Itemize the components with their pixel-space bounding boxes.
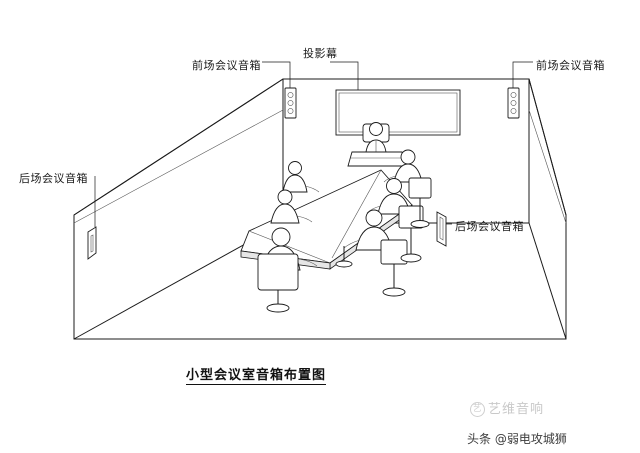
leader-lines — [94, 61, 533, 227]
watermark-brand: 艺艺维音响 — [470, 398, 544, 417]
diagram-title: 小型会议室音箱布置图 — [186, 364, 327, 385]
watermark-logo-icon: 艺 — [470, 402, 485, 417]
participant-left-2 — [270, 189, 313, 224]
rear-left-speaker-icon — [87, 226, 97, 260]
footer-credit: 头条 @弱电攻城狮 — [467, 432, 567, 446]
participant-right-1 — [383, 149, 432, 199]
participant-near — [257, 227, 318, 313]
presenter-figure — [362, 122, 390, 153]
label-rear-left-speaker: 后场会议音箱 — [19, 172, 88, 185]
front-right-speaker-icon — [507, 87, 520, 119]
chair-pedestals — [335, 198, 430, 297]
front-left-speaker-icon — [284, 87, 297, 119]
watermark-brand-text: 艺维音响 — [488, 402, 545, 417]
label-projection-screen: 投影幕 — [303, 47, 338, 60]
label-front-right-speaker: 前场会议音箱 — [536, 59, 605, 72]
front-desk — [347, 151, 407, 167]
label-rear-right-speaker: 后场会议音箱 — [455, 220, 524, 233]
label-front-left-speaker: 前场会议音箱 — [192, 59, 261, 72]
participant-left-1 — [282, 161, 320, 193]
participant-right-3 — [343, 209, 408, 265]
projection-screen — [335, 89, 461, 136]
rear-right-speaker-icon — [436, 211, 447, 247]
